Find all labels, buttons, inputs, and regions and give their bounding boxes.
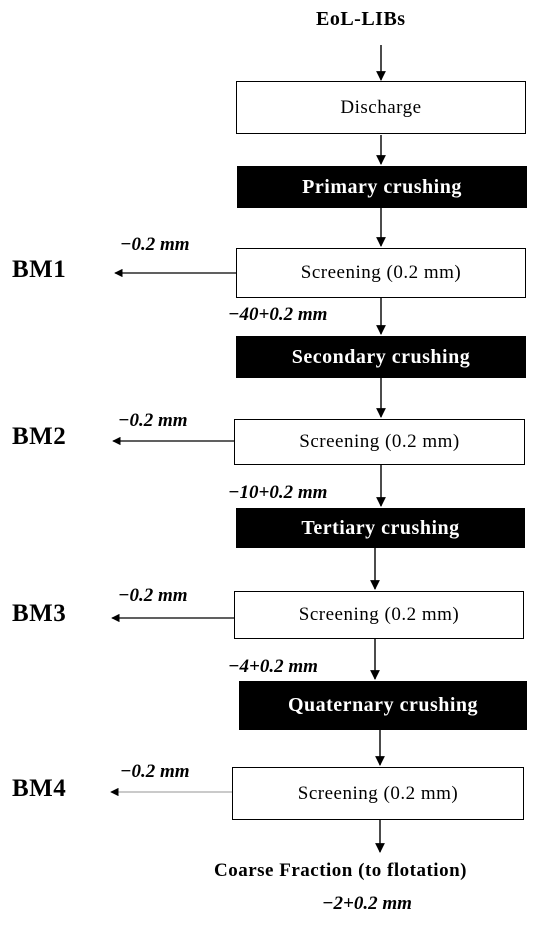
input-label: EoL-LIBs [316,8,406,30]
bm4-label: BM4 [12,775,67,802]
oversize-label-2: −10+0.2 mm [228,482,328,503]
oversize-label-1: −40+0.2 mm [228,304,328,325]
bm3-label: BM3 [12,600,67,627]
undersize-label-2: −0.2 mm [118,410,188,431]
primary-crushing-box: Primary crushing [237,166,527,208]
undersize-label-4: −0.2 mm [120,761,190,782]
bm2-label: BM2 [12,423,67,450]
undersize-label-1: −0.2 mm [120,234,190,255]
output-size-label: −2+0.2 mm [322,893,412,914]
undersize-label-3: −0.2 mm [118,585,188,606]
bm1-label: BM1 [12,256,67,283]
screening-box-3: Screening (0.2 mm) [234,591,524,639]
tertiary-crushing-box: Tertiary crushing [236,508,525,548]
quaternary-crushing-box: Quaternary crushing [239,681,527,730]
screening-box-4: Screening (0.2 mm) [232,767,524,820]
oversize-label-3: −4+0.2 mm [228,656,318,677]
screening-box-1: Screening (0.2 mm) [236,248,526,298]
screening-box-2: Screening (0.2 mm) [234,419,525,465]
output-label: Coarse Fraction (to flotation) [214,860,467,881]
discharge-box: Discharge [236,81,526,134]
secondary-crushing-box: Secondary crushing [236,336,526,378]
